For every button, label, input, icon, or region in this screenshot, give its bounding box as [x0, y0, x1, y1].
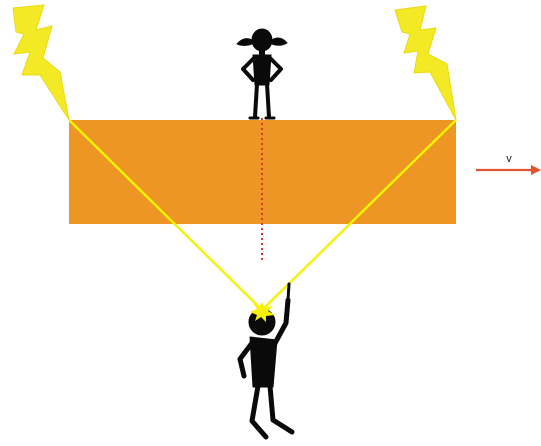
velocity-label: v [506, 153, 512, 165]
light-ray-right [261, 119, 457, 311]
light-flash-icon [250, 302, 275, 322]
light-ray-left [68, 119, 263, 311]
boy-stick-figure-pointing-icon [237, 282, 295, 440]
lightning-bolt-icon [12, 4, 70, 121]
train-car [69, 120, 456, 224]
lightning-bolt-icon [394, 5, 457, 121]
girl-stick-figure-icon [236, 28, 288, 120]
velocity-arrow [476, 165, 541, 175]
